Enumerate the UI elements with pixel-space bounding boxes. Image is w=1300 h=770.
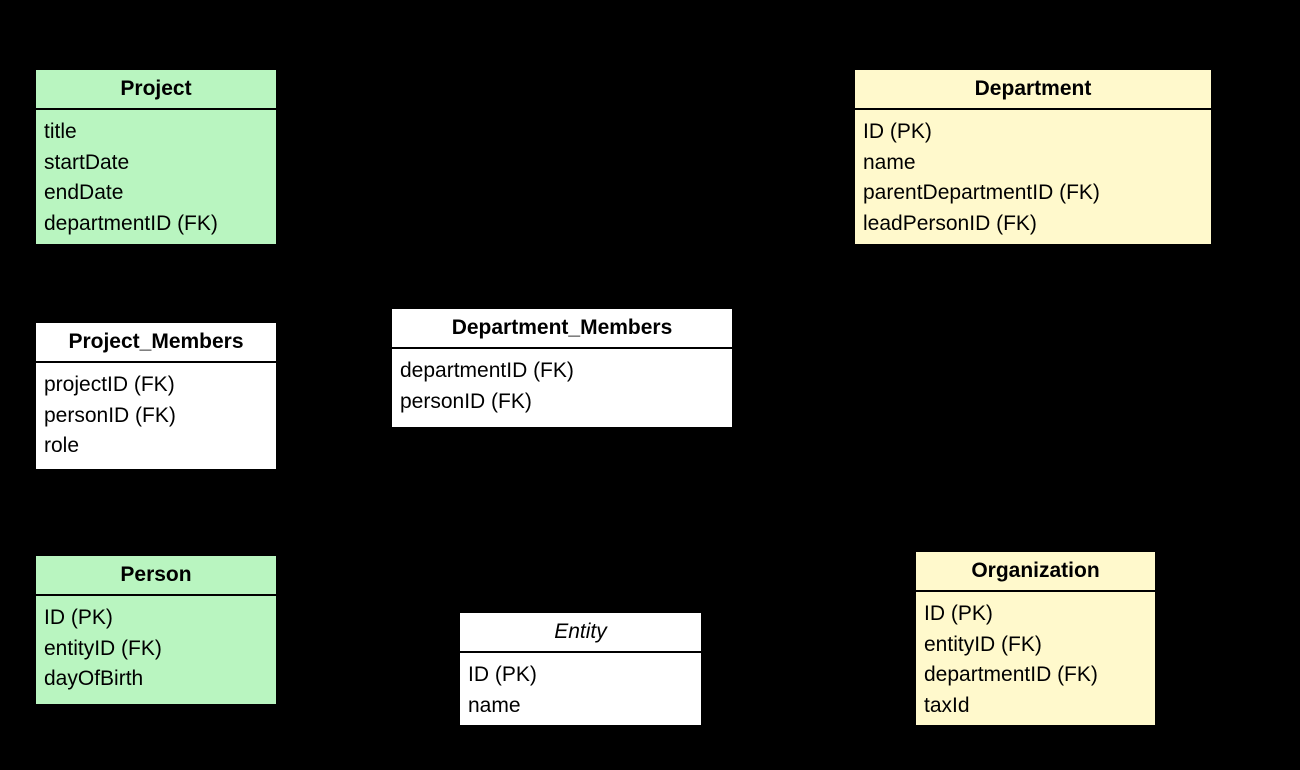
entity-attributes-person: ID (PK) entityID (FK) dayOfBirth xyxy=(36,596,276,704)
attribute-row: departmentID (FK) xyxy=(44,211,218,235)
entity-organization[interactable]: Organization ID (PK) entityID (FK) depar… xyxy=(914,550,1157,727)
attribute-row: dayOfBirth xyxy=(44,667,144,690)
attribute-row: parentDepartmentID (FK) xyxy=(863,181,1100,204)
attribute-row: entityID (FK) xyxy=(924,632,1042,656)
attribute-row: ID (PK) xyxy=(863,120,932,143)
attribute-row: departmentID (FK) xyxy=(924,663,1098,686)
attribute-row: taxId xyxy=(924,693,970,717)
entity-title-department: Department xyxy=(855,70,1211,110)
entity-department-members[interactable]: Department_Members departmentID (FK) per… xyxy=(390,307,734,429)
attribute-row: ID (PK) xyxy=(924,602,993,625)
entity-title-department-members: Department_Members xyxy=(392,309,732,349)
entity-attributes-entity: ID (PK) name xyxy=(460,653,701,727)
attribute-row: name xyxy=(468,693,521,717)
entity-title-entity: Entity xyxy=(460,613,701,653)
entity-person[interactable]: Person ID (PK) entityID (FK) dayOfBirth xyxy=(34,554,278,706)
attribute-row: name xyxy=(863,150,916,174)
attribute-row: title xyxy=(44,120,77,143)
attribute-row: role xyxy=(44,434,80,457)
entity-project[interactable]: Project title startDate endDate departme… xyxy=(34,68,278,246)
attribute-row: departmentID (FK) xyxy=(400,359,574,382)
attribute-row: entityID (FK) xyxy=(44,636,162,660)
attribute-row: personID (FK) xyxy=(400,389,532,413)
entity-entity[interactable]: Entity ID (PK) name xyxy=(458,611,703,727)
entity-project-members[interactable]: Project_Members projectID (FK) personID … xyxy=(34,321,278,471)
entity-department[interactable]: Department ID (PK) name parentDepartment… xyxy=(853,68,1213,246)
attribute-row: ID (PK) xyxy=(468,663,537,686)
attribute-row: endDate xyxy=(44,181,124,204)
attribute-row: leadPersonID (FK) xyxy=(863,211,1037,235)
attribute-row: personID (FK) xyxy=(44,403,176,427)
entity-title-organization: Organization xyxy=(916,552,1155,592)
entity-attributes-department: ID (PK) name parentDepartmentID (FK) lea… xyxy=(855,110,1211,245)
entity-attributes-department-members: departmentID (FK) personID (FK) xyxy=(392,349,732,427)
entity-title-project: Project xyxy=(36,70,276,110)
attribute-row: projectID (FK) xyxy=(44,373,175,396)
entity-attributes-project: title startDate endDate departmentID (FK… xyxy=(36,110,276,245)
attribute-row: ID (PK) xyxy=(44,606,113,629)
attribute-row: startDate xyxy=(44,150,130,174)
entity-title-project-members: Project_Members xyxy=(36,323,276,363)
entity-title-person: Person xyxy=(36,556,276,596)
entity-attributes-project-members: projectID (FK) personID (FK) role xyxy=(36,363,276,469)
entity-attributes-organization: ID (PK) entityID (FK) departmentID (FK) … xyxy=(916,592,1155,727)
